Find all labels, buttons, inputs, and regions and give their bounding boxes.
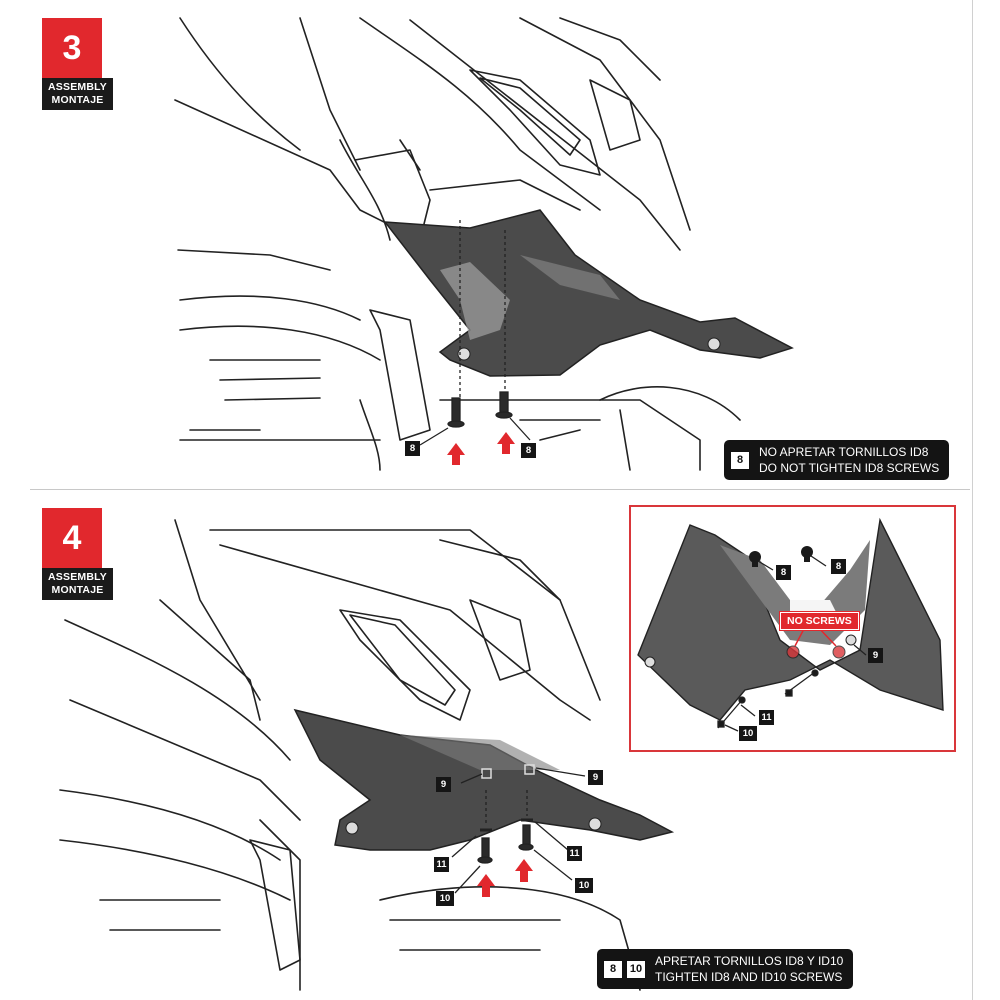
detail-callout-8-left: 8 [776,565,791,580]
detail-callout-8-right: 8 [831,559,846,574]
page-edge [972,0,973,1000]
step-4-note-text: APRETAR TORNILLOS ID8 Y ID10 TIGHTEN ID8… [655,953,843,985]
step-4-callout-10-left: 10 [436,891,454,906]
step-4-note-line1: APRETAR TORNILLOS ID8 Y ID10 [655,954,844,968]
step-3-note-line2: DO NOT TIGHTEN ID8 SCREWS [759,461,940,475]
step-4-callout-11-left: 11 [434,857,449,872]
step-3-number: 3 [42,18,102,78]
step-4-callout-9-left: 9 [436,777,451,792]
step-3-callout-left: 8 [405,441,420,456]
detail-callout-11: 11 [759,710,774,725]
step-4-note-badge-10: 10 [626,959,646,979]
step-3-note-badge: 8 [730,450,750,470]
step-4-label-en: ASSEMBLY [48,571,107,583]
step-divider [30,489,970,490]
step-4-note-line2: TIGHTEN ID8 AND ID10 SCREWS [655,970,843,984]
detail-inset-frame [629,505,956,752]
step-3-label-es: MONTAJE [51,94,104,106]
step-4-note-badge-8: 8 [603,959,623,979]
step-3-note-text: NO APRETAR TORNILLOS ID8 DO NOT TIGHTEN … [759,444,939,476]
step-3-label-en: ASSEMBLY [48,81,107,93]
step-4-note: 8 10 APRETAR TORNILLOS ID8 Y ID10 TIGHTE… [597,949,854,989]
step-3-callout-right: 8 [521,443,536,458]
step-4-label: ASSEMBLY MONTAJE [42,568,113,600]
step-4-callout-9-right: 9 [588,770,603,785]
detail-callout-10: 10 [739,726,757,741]
no-screws-warning: NO SCREWS [779,611,860,631]
step-4-number: 4 [42,508,102,568]
step-3-note: 8 NO APRETAR TORNILLOS ID8 DO NOT TIGHTE… [724,440,950,480]
step-4-label-es: MONTAJE [51,584,104,596]
step-3-note-line1: NO APRETAR TORNILLOS ID8 [759,445,929,459]
step-4-callout-10-right: 10 [575,878,593,893]
detail-callout-9: 9 [868,648,883,663]
step-3-label: ASSEMBLY MONTAJE [42,78,113,110]
step-4-callout-11-right: 11 [567,846,582,861]
